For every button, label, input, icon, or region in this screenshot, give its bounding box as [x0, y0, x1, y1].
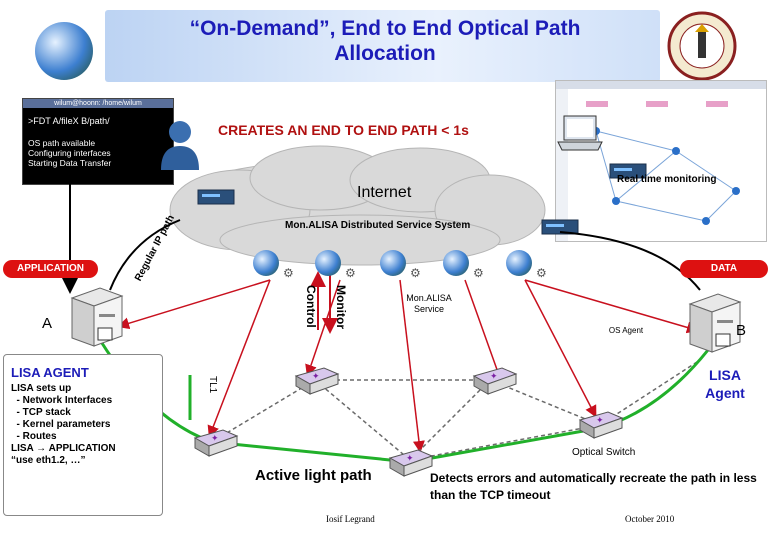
title-band — [105, 10, 660, 82]
globe-logo — [35, 22, 93, 80]
router-icon — [609, 163, 647, 179]
page-title: “On-Demand”, End to End Optical Path All… — [189, 17, 581, 65]
realtime-monitoring-label: Real time monitoring — [617, 174, 717, 185]
server-b-icon — [688, 293, 742, 353]
gear-icon: ⚙ — [283, 266, 294, 280]
monalisa-site-globe — [506, 250, 532, 276]
svg-text:✦: ✦ — [596, 415, 604, 425]
user-icon — [161, 121, 199, 170]
terminal-titlebar: wilum@hoonn: /home/wilum — [23, 99, 173, 108]
data-pill: DATA — [680, 260, 768, 278]
svg-text:✦: ✦ — [406, 453, 414, 463]
terminal-output: OS path available Configuring interfaces… — [28, 138, 112, 168]
optical-switch-icon: ✦ — [472, 367, 518, 395]
headline: CREATES AN END TO END PATH < 1s — [218, 122, 469, 138]
router-icon — [541, 219, 579, 235]
monalisa-site-globe — [380, 250, 406, 276]
internet-cloud — [169, 145, 546, 266]
terminal-window: wilum@hoonn: /home/wilum >FDT A/fileX B/… — [22, 98, 174, 185]
site-a-label: A — [42, 315, 53, 332]
optical-switch-icon: ✦ — [193, 429, 239, 457]
monalisa-service-label: Mon.ALISA Service — [406, 293, 452, 314]
site-b-label: B — [736, 322, 747, 339]
lisa-agent-title: LISA AGENT — [11, 365, 89, 380]
laptop-icon — [557, 115, 603, 151]
svg-text:✦: ✦ — [312, 371, 320, 381]
optical-switch-icon: ✦ — [578, 411, 624, 439]
institute-seal — [667, 11, 737, 81]
optical-switch-icon: ✦ — [388, 449, 434, 477]
tl1-label: TL1 — [207, 376, 218, 394]
lisa-agent-b-label: LISA Agent — [705, 367, 745, 401]
control-label: Control — [304, 285, 318, 328]
monitoring-screenshot — [555, 80, 767, 242]
footer-date: October 2010 — [625, 514, 675, 524]
gear-icon: ⚙ — [410, 266, 421, 280]
footer-author: Iosif Legrand — [326, 514, 375, 524]
gear-icon: ⚙ — [536, 266, 547, 280]
monitor-label: Monitor — [334, 285, 348, 329]
application-pill: APPLICATION — [3, 260, 98, 278]
optical-switch-icon: ✦ — [294, 367, 340, 395]
gear-icon: ⚙ — [473, 266, 484, 280]
monalisa-site-globe — [443, 250, 469, 276]
svg-text:✦: ✦ — [211, 433, 219, 443]
monalisa-dss-label: Mon.ALISA Distributed Service System — [285, 220, 471, 231]
detects-errors-text: Detects errors and automatically recreat… — [430, 471, 757, 502]
optical-switch-label: Optical Switch — [572, 447, 636, 458]
os-agent-label: OS Agent — [608, 326, 644, 335]
monalisa-site-globe — [315, 250, 341, 276]
monalisa-site-globe — [253, 250, 279, 276]
terminal-command: >FDT A/fileX B/path/ — [28, 116, 110, 126]
internet-label: Internet — [357, 184, 412, 201]
lisa-agent-body: LISA sets up - Network Interfaces - TCP … — [11, 383, 116, 466]
active-light-path-label: Active light path — [255, 467, 372, 484]
router-icon — [197, 189, 235, 205]
gear-icon: ⚙ — [345, 266, 356, 280]
server-a-icon — [70, 287, 124, 347]
svg-text:✦: ✦ — [490, 371, 498, 381]
lisa-agent-callout: LISA AGENT LISA sets up - Network Interf… — [3, 354, 163, 516]
